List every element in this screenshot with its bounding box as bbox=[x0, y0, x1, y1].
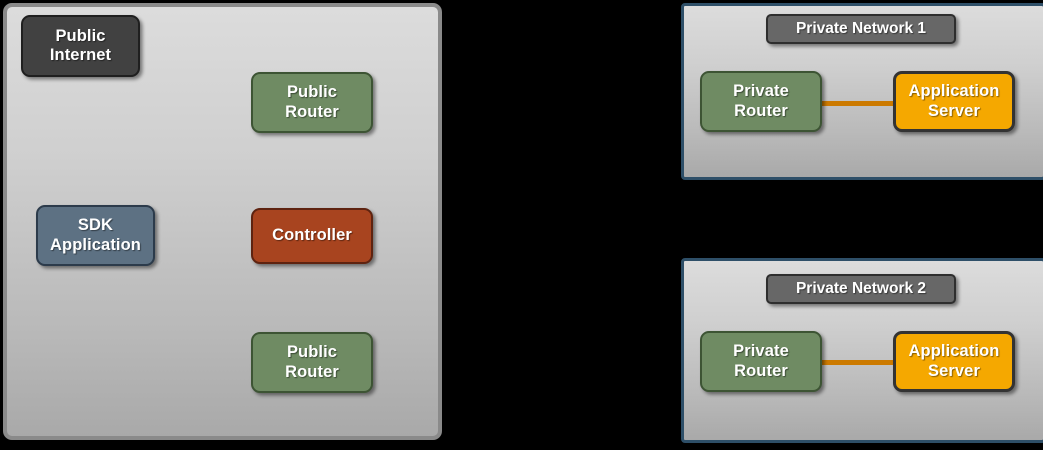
node-private-router-1-label: Private Router bbox=[733, 82, 789, 120]
private-network-2-panel: Private Network 2 Private Router Applica… bbox=[681, 258, 1043, 443]
node-public-router-bottom-label: Public Router bbox=[285, 343, 339, 381]
private-network-2-badge: Private Network 2 bbox=[766, 274, 956, 304]
node-sdk-application[interactable]: SDK Application bbox=[36, 205, 155, 266]
node-private-router-1[interactable]: Private Router bbox=[700, 71, 822, 132]
public-cloud-panel: Public Internet Public Router SDK Applic… bbox=[3, 3, 442, 440]
node-public-router-top[interactable]: Public Router bbox=[251, 72, 373, 133]
private-network-1-badge: Private Network 1 bbox=[766, 14, 956, 44]
node-private-router-2[interactable]: Private Router bbox=[700, 331, 822, 392]
private-network-1-panel: Private Network 1 Private Router Applica… bbox=[681, 3, 1043, 180]
link-private-router-2-to-application-server-2 bbox=[804, 360, 899, 365]
node-sdk-application-label: SDK Application bbox=[50, 216, 141, 254]
private-network-2-badge-label: Private Network 2 bbox=[795, 280, 927, 297]
node-controller-label: Controller bbox=[272, 226, 352, 245]
node-application-server-1[interactable]: Application Server bbox=[893, 71, 1015, 132]
node-public-router-top-label: Public Router bbox=[285, 83, 339, 121]
node-public-router-bottom[interactable]: Public Router bbox=[251, 332, 373, 393]
link-private-router-1-to-application-server-1 bbox=[804, 101, 899, 106]
node-public-internet-label: Public Internet bbox=[49, 26, 112, 64]
node-controller[interactable]: Controller bbox=[251, 208, 373, 264]
node-application-server-2-label: Application Server bbox=[908, 342, 1000, 380]
private-network-1-badge-label: Private Network 1 bbox=[795, 20, 927, 37]
node-application-server-2[interactable]: Application Server bbox=[893, 331, 1015, 392]
node-private-router-2-label: Private Router bbox=[733, 342, 789, 380]
node-application-server-1-label: Application Server bbox=[908, 82, 1000, 120]
node-public-internet[interactable]: Public Internet bbox=[21, 15, 140, 77]
